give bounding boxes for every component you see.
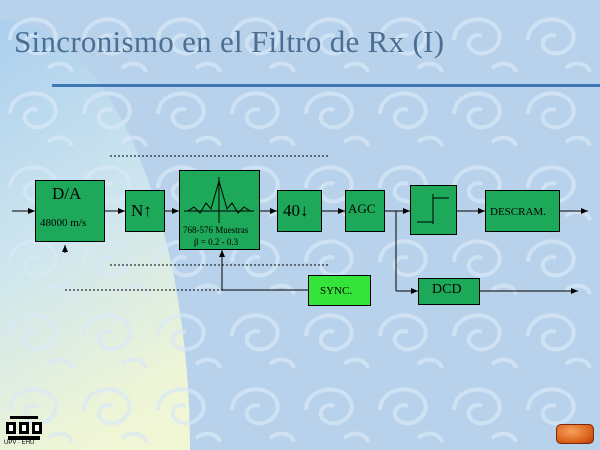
agc-block <box>345 190 385 232</box>
dcd-block <box>418 278 480 305</box>
filter-samples-note: 768-576 Muestras <box>183 225 249 235</box>
filter-beta-note: β = 0.2 - 0.3 <box>194 237 239 247</box>
agc-label: AGC <box>348 201 376 216</box>
descram-label: DESCRAM. <box>490 206 546 218</box>
slide-title: Sincronismo en el Filtro de Rx (I) <box>14 24 445 59</box>
rx-filter-block <box>179 170 260 250</box>
downsample-label: 40↓ <box>283 201 309 220</box>
limiter-step-icon <box>417 194 449 224</box>
da-rate-label: 48000 m/s <box>40 217 87 229</box>
dcd-label: DCD <box>432 282 462 297</box>
downsample-block <box>277 190 322 232</box>
university-logo-icon <box>6 416 42 440</box>
sync-label: SYNC. <box>320 285 353 297</box>
sync-block <box>308 275 371 306</box>
upsample-block <box>125 190 165 232</box>
da-converter-block <box>35 180 105 242</box>
logo-caption: UPV · EHU <box>4 440 35 446</box>
limiter-block <box>410 185 457 235</box>
title-underline <box>52 84 600 87</box>
descrambler-block <box>485 190 560 232</box>
upsample-label: N↑ <box>131 201 152 220</box>
next-slide-icon[interactable] <box>556 424 594 444</box>
da-label: D/A <box>52 184 82 203</box>
sinc-pulse-icon <box>184 177 254 223</box>
